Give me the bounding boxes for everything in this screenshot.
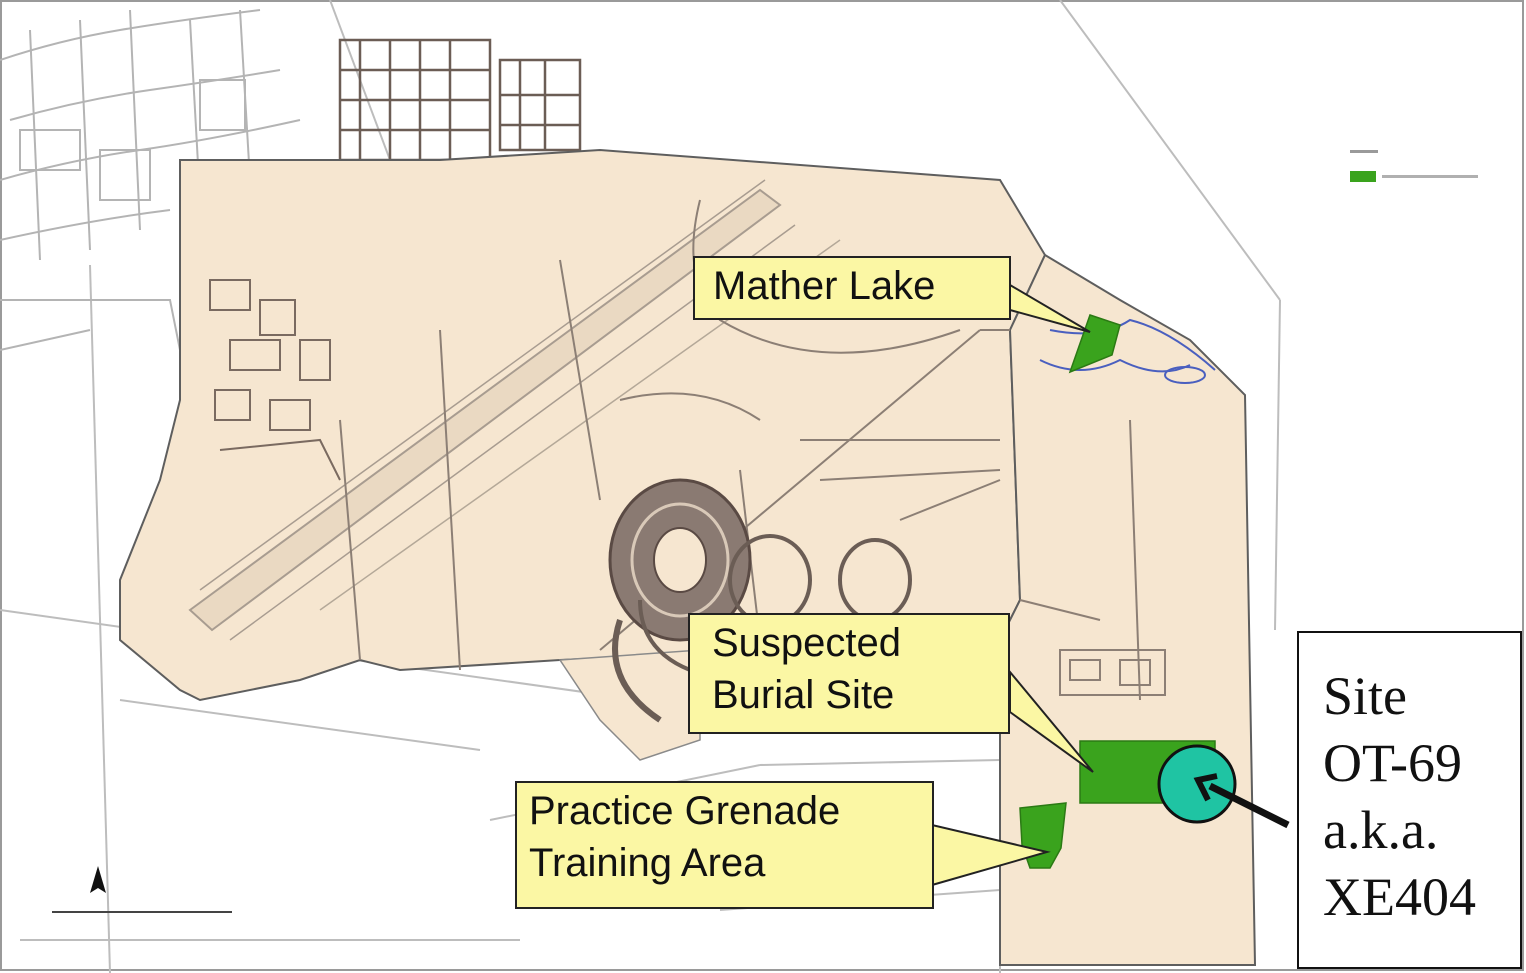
mather-lake-area	[1068, 314, 1121, 374]
grenade-area-text-line1: Practice Grenade	[529, 789, 841, 833]
burial-site-text-line1: Suspected	[712, 621, 902, 665]
site-line-3: a.k.a.	[1323, 800, 1439, 860]
burial-site-text-line2: Burial Site	[712, 673, 895, 717]
mather-lake-text: Mather Lake	[713, 264, 936, 308]
legend-entry-mark	[1382, 175, 1478, 178]
site-line-2: OT-69	[1323, 733, 1463, 793]
burial-site-label: Suspected Burial Site	[688, 613, 1010, 734]
west-buildings	[209, 279, 341, 481]
residential-streets	[0, 9, 301, 351]
grenade-area-text-line2: Training Area	[529, 841, 766, 885]
creek	[1039, 318, 1216, 384]
legend-swatch	[1350, 171, 1376, 182]
internal-roads	[339, 199, 1141, 701]
north-arrow-icon	[90, 866, 106, 893]
burial-site-pointer	[1009, 669, 1094, 773]
site-line-1: Site	[1323, 666, 1408, 726]
base-parcel-south	[558, 649, 701, 761]
grenade-area-label: Practice Grenade Training Area	[515, 781, 934, 909]
legend-title-mark	[1350, 150, 1378, 153]
map-legend	[1348, 150, 1488, 190]
site-arrow-icon	[1193, 773, 1290, 829]
site-line-4: XE404	[1323, 867, 1476, 927]
east-facility	[1059, 649, 1166, 696]
site-info-box: Site OT-69 a.k.a. XE404	[1297, 631, 1522, 969]
housing-cluster	[608, 478, 912, 723]
mather-lake-label: Mather Lake	[693, 256, 1011, 320]
